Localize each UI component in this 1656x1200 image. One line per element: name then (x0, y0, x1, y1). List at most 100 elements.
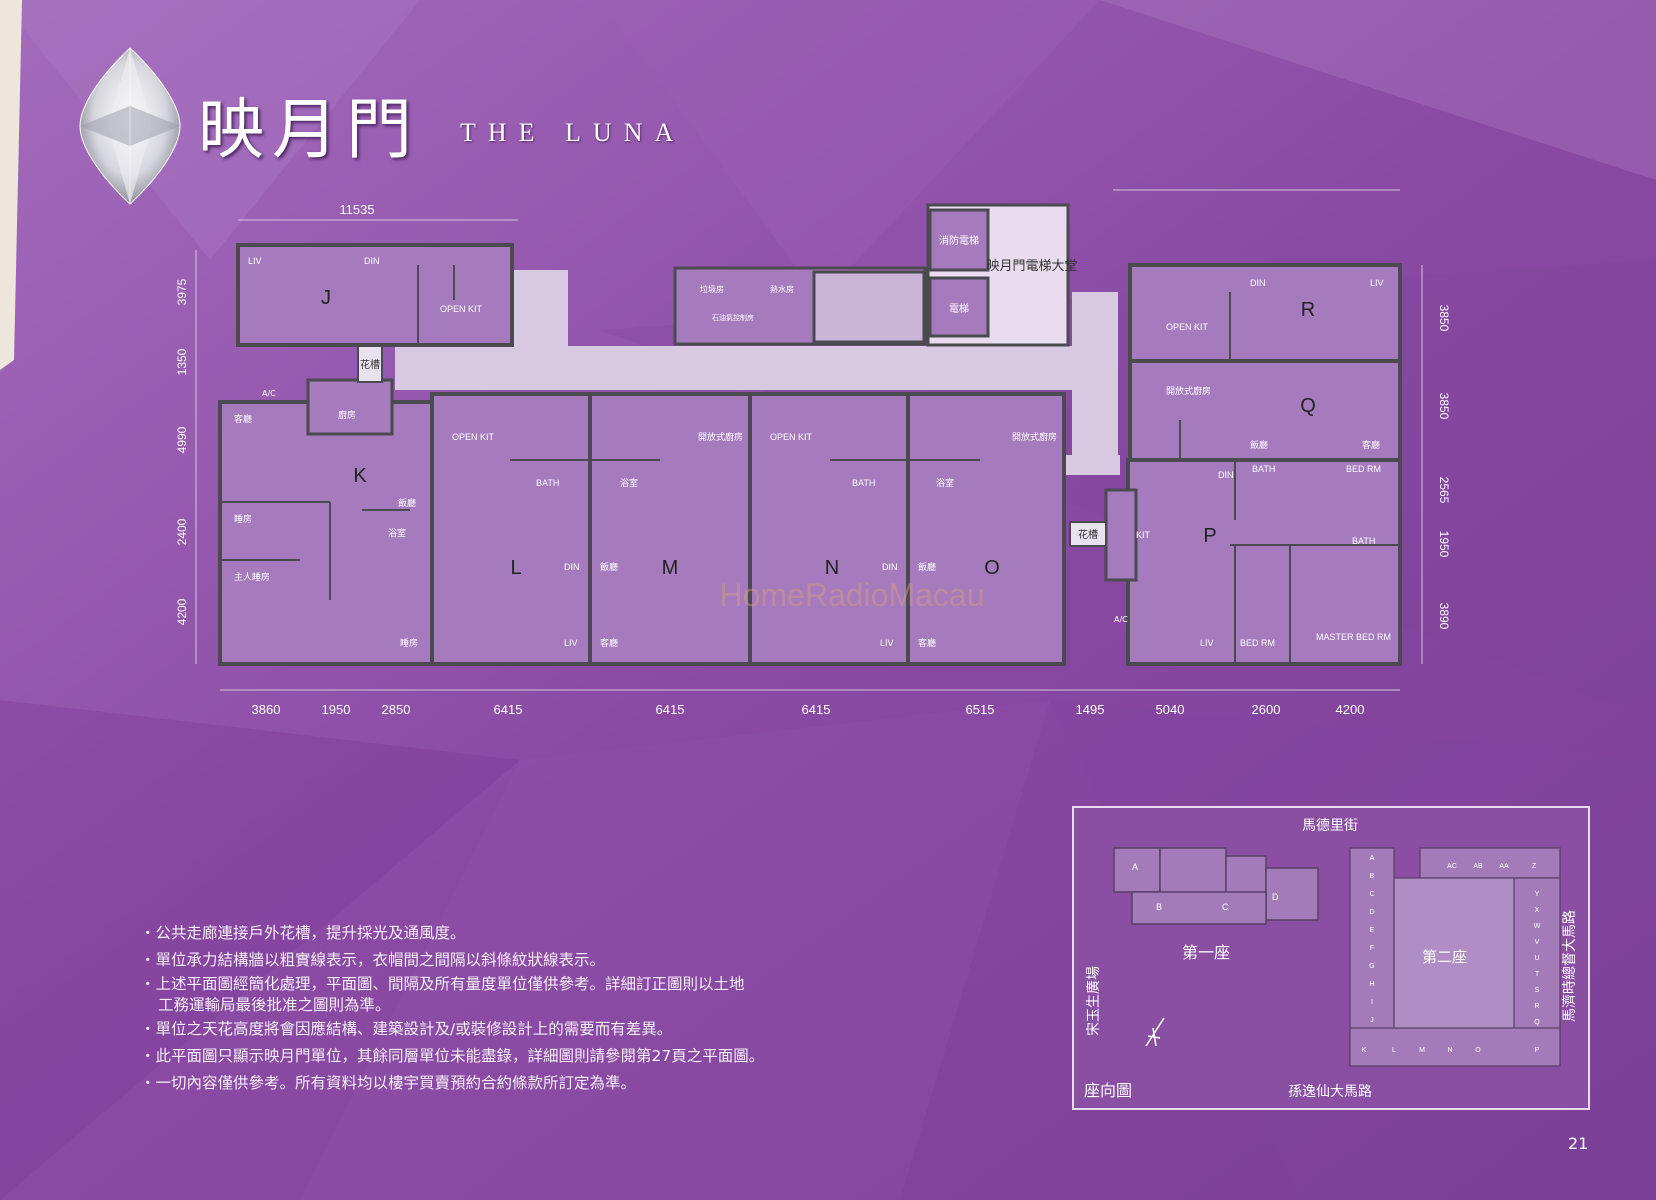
block2-unit: M (1419, 1047, 1425, 1054)
room-label: LIV (880, 638, 894, 648)
room-label: 睡房 (234, 513, 252, 524)
right-dimension: 3850 (1437, 305, 1451, 332)
room-label: BED RM (1240, 638, 1275, 648)
unit-label-l: L (510, 557, 521, 579)
room-label: 飯廳 (398, 497, 416, 508)
block2-unit: Y (1535, 891, 1540, 898)
block2-unit: K (1362, 1047, 1367, 1054)
room-label: 開放式廚房 (1166, 385, 1211, 396)
note-item: ・公共走廊連接戶外花槽，提升採光及通風度。 (140, 924, 466, 942)
room-label: OPEN KIT (770, 432, 813, 442)
room-label: 開放式廚房 (1012, 431, 1057, 442)
block2-unit: Z (1532, 863, 1537, 870)
right-dimension: 3850 (1437, 393, 1451, 420)
bottom-dimension: 6415 (494, 702, 523, 717)
top-street-label: 馬德里街 (1302, 818, 1358, 834)
room-label: OPEN KIT (1166, 322, 1209, 332)
block2-unit: J (1370, 1017, 1374, 1024)
room-label: 睡房 (400, 637, 418, 648)
ac-label-p: A/C (1114, 615, 1128, 624)
planter-label-right: 花槽 (1078, 528, 1098, 541)
room-label: BATH (1352, 536, 1375, 546)
left-dimension: 2400 (175, 518, 189, 545)
bottom-dimension: 5040 (1156, 702, 1185, 717)
lpg-label: 石油氣控制房 (712, 313, 754, 322)
unit-label-n: N (825, 557, 839, 579)
block2-unit: AB (1473, 863, 1483, 870)
room-label: 客廳 (918, 637, 936, 648)
room-label: LIV (1370, 278, 1384, 288)
block2-unit: V (1535, 939, 1540, 946)
room-label: MASTER BED RM (1316, 632, 1391, 642)
block1-unit: B (1156, 902, 1162, 912)
block2-unit: X (1535, 907, 1540, 914)
right-dimension: 3890 (1437, 603, 1451, 630)
room-label: DIN (564, 562, 580, 572)
unit-label-k: K (353, 465, 367, 487)
left-street-label: 宋玉生廣場 (1085, 966, 1102, 1036)
block2-unit: I (1371, 999, 1373, 1006)
block2-unit: AC (1447, 863, 1457, 870)
block2-unit: AA (1499, 863, 1509, 870)
block2-unit: N (1447, 1047, 1452, 1054)
left-dimension: 4200 (175, 598, 189, 625)
unit-k (218, 400, 434, 666)
water-heater-label: 熱水房 (770, 284, 794, 294)
block2-unit: P (1535, 1047, 1540, 1054)
notes-list: ・公共走廊連接戶外花槽，提升採光及通風度。 ・單位承力結構牆以粗實線表示，衣帽間… (140, 920, 900, 1097)
room-label: 浴室 (388, 527, 406, 538)
map-label: 座向圖 (1084, 1081, 1132, 1100)
unit-l (430, 392, 592, 666)
unit-m (588, 392, 752, 666)
room-label: BED RM (1346, 464, 1381, 474)
room-label: DIN (364, 256, 380, 266)
block1-unit: D (1272, 892, 1279, 902)
block2-unit: U (1534, 955, 1539, 962)
orientation-map: 馬德里街 孫逸仙大馬路 座向圖 宋玉生廣場 馬濟時總督大馬路 A B C D 第… (1072, 806, 1590, 1110)
block2-unit: D (1369, 909, 1374, 916)
block2-unit: S (1535, 987, 1540, 994)
fire-lift-label: 消防電梯 (939, 234, 979, 247)
unit-label-p: P (1203, 525, 1216, 547)
room-label: DIN (882, 562, 898, 572)
block2-unit: L (1392, 1047, 1396, 1054)
page-subtitle: THE LUNA (460, 118, 686, 147)
room-label: OPEN KIT (440, 304, 483, 314)
bottom-dimension: 1495 (1076, 702, 1105, 717)
room-label: 飯廳 (1250, 439, 1268, 450)
unit-q (1128, 359, 1402, 462)
room-label: 浴室 (620, 477, 638, 488)
note-item: ・此平面圖只顯示映月門單位，其餘同層單位未能盡錄，詳細圖則請參閱第27頁之平面圖… (140, 1047, 765, 1065)
right-dimension: 1950 (1437, 531, 1451, 558)
page-number: 21 (1568, 1134, 1589, 1153)
room-label: BATH (536, 478, 559, 488)
block2-unit: F (1370, 945, 1374, 952)
right-dimension: 2565 (1437, 477, 1451, 504)
room-label: LIV (564, 638, 578, 648)
unit-r (1128, 263, 1402, 363)
bottom-dimension: 4200 (1336, 702, 1365, 717)
block2-unit: R (1534, 1003, 1539, 1010)
room-label: BATH (852, 478, 875, 488)
note-item: ・單位承力結構牆以粗實線表示，衣帽間之間隔以斜條紋狀線表示。 (140, 951, 606, 969)
room-label: 飯廳 (600, 561, 618, 572)
unit-label-m: M (662, 557, 679, 579)
room-label: 廚房 (338, 409, 356, 420)
room-label: DIN (1218, 470, 1234, 480)
planter-label-left: 花槽 (360, 358, 380, 371)
room-label: DIN (1250, 278, 1266, 288)
unit-p (1126, 458, 1402, 666)
room-label: OPEN KIT (452, 432, 495, 442)
unit-label-o: O (984, 557, 1000, 579)
block2-unit: B (1370, 873, 1375, 880)
block2-unit: T (1535, 971, 1540, 978)
page-title: 映月門 (198, 91, 420, 168)
unit-label-r: R (1301, 299, 1315, 321)
bottom-dimension: 3860 (252, 702, 281, 717)
room-label: 客廳 (600, 637, 618, 648)
unit-label-j: J (321, 287, 331, 309)
block1-label: 第一座 (1182, 943, 1230, 962)
compass-icon (1145, 1017, 1165, 1047)
lobby-label: 映月門電梯大堂 (986, 259, 1077, 274)
